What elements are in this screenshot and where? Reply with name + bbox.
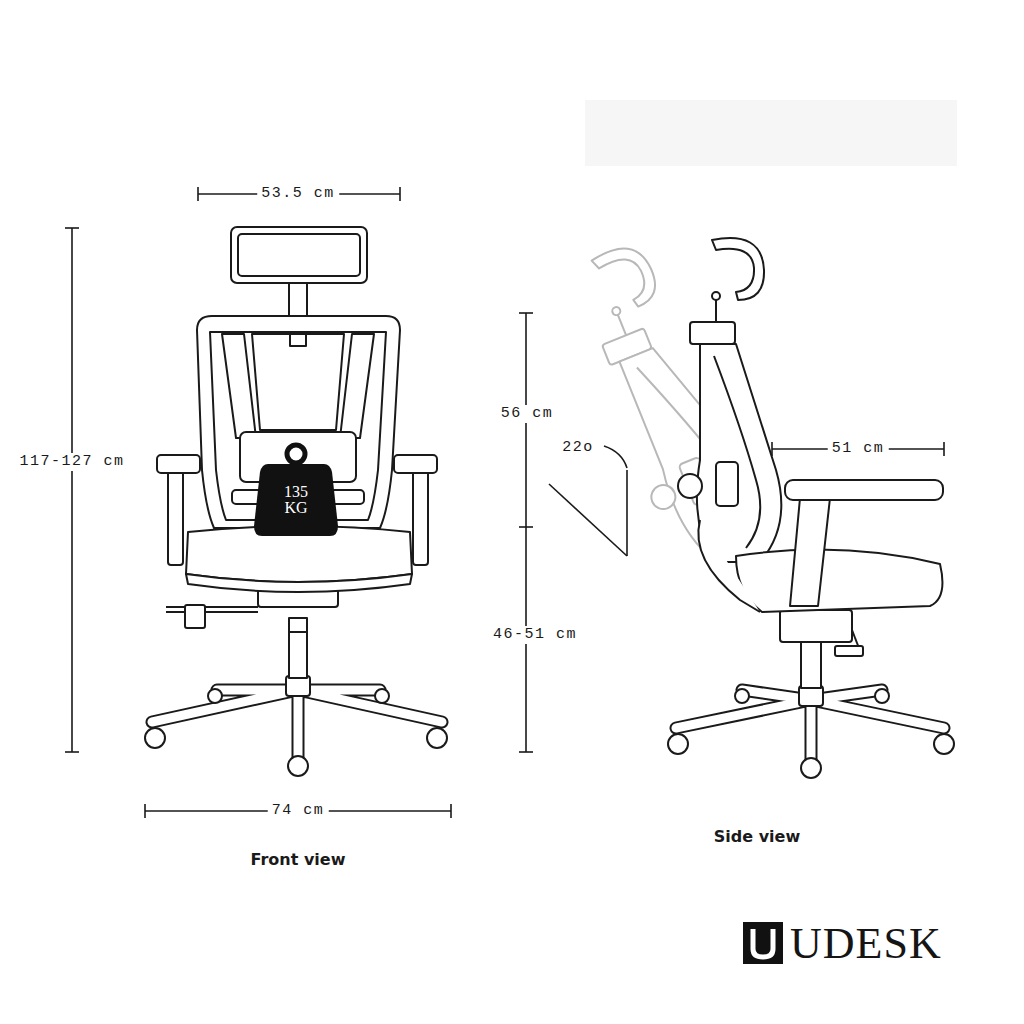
dimension-label: 51 cm [828,440,889,458]
dimension-label: 53.5 cm [257,185,339,203]
dimension-label: 22o [558,439,598,457]
weight-badge: 135 KG [254,440,338,536]
weight-label: 135 KG [276,484,316,516]
dimension-label: 46-51 cm [489,626,581,644]
dimension-label: 117-127 cm [15,453,128,471]
brand-wordmark: UDESK [790,920,942,968]
view-caption: Side view [710,827,804,847]
dimension-label: 74 cm [268,802,329,820]
dimension-label: 56 cm [497,405,558,423]
view-caption: Front view [247,850,350,870]
